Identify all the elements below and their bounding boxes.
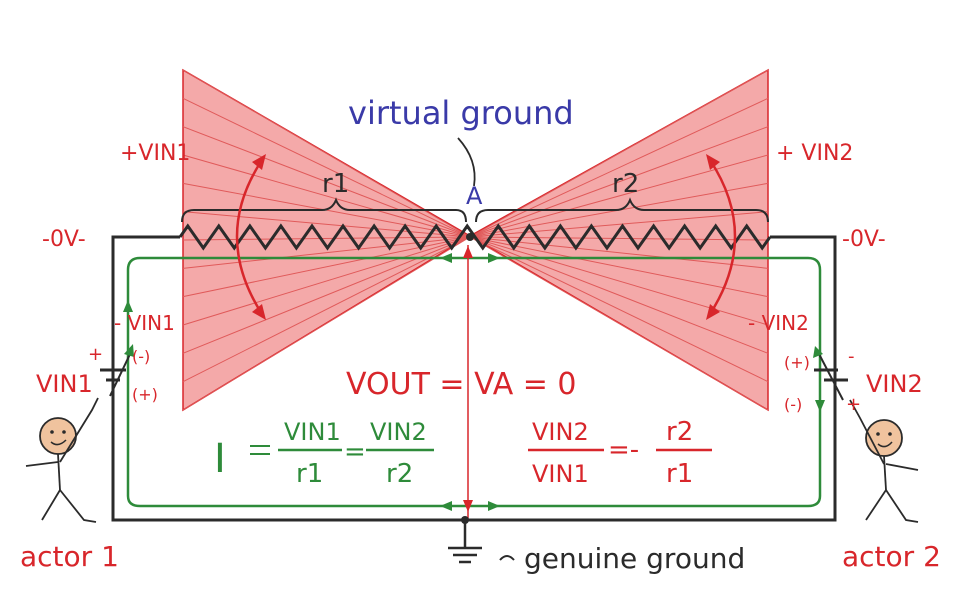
eq2-sign: =- <box>608 435 639 465</box>
virtual-ground-label: virtual ground <box>348 94 574 132</box>
swing-arrow-left <box>235 159 264 315</box>
vin2-minus: - <box>848 346 855 367</box>
genuine-ground-label: genuine ground <box>524 542 745 575</box>
plus-vin2-label: + VIN2 <box>776 141 853 166</box>
fan-ray <box>182 236 471 383</box>
fan-ray <box>469 236 769 354</box>
actor1-label: actor 1 <box>20 540 119 573</box>
battery-right-arrowhead <box>813 346 823 358</box>
right-fan <box>468 68 769 412</box>
eq1-denominator-2: r2 <box>386 459 413 489</box>
fan-ray <box>182 236 471 241</box>
actor2-label: actor 2 <box>842 540 941 573</box>
resistor-zigzag <box>178 223 772 251</box>
eq1-numerator-2: VIN2 <box>370 418 427 446</box>
actor2-figure <box>849 399 919 523</box>
eq1-numerator-1: VIN1 <box>284 418 341 446</box>
vout-arrowhead-top <box>463 246 473 258</box>
virtual-ground-pointer <box>457 137 476 187</box>
fan-ray <box>469 236 769 383</box>
eq2-denominator-2: r1 <box>666 459 693 489</box>
battery-left <box>100 349 133 397</box>
fan-ray <box>182 236 471 354</box>
fan-ray <box>182 126 471 238</box>
current-loop <box>126 256 822 508</box>
vin1-source-label: VIN1 <box>36 370 93 398</box>
actor2-face <box>876 432 892 436</box>
vin2-plus: + <box>846 394 861 415</box>
zero-v-right-label: -0V- <box>842 227 886 252</box>
swing-arrowhead-right-top <box>706 154 720 170</box>
fan-ray <box>182 97 471 238</box>
fan-ray <box>469 154 769 238</box>
r1-label: r1 <box>322 169 349 199</box>
ground-label-tilde <box>499 555 515 561</box>
fan-ray <box>182 154 471 238</box>
swing-arrow-right <box>708 159 737 315</box>
r2-label: r2 <box>612 169 639 199</box>
vout-equation: VOUT = VA = 0 <box>346 367 577 402</box>
node-a-dot <box>466 233 474 241</box>
actor1-face <box>50 430 66 434</box>
ground-symbol <box>448 520 482 564</box>
minus-vin2-label: - VIN2 <box>748 311 809 335</box>
eq2-denominator-1: VIN1 <box>532 460 589 488</box>
vin2-polarity-top: (+) <box>784 353 810 372</box>
brace-r2 <box>475 197 769 223</box>
fan-ray <box>469 236 769 326</box>
fan-ray <box>182 236 471 326</box>
plus-vin1-label: +VIN1 <box>120 141 190 166</box>
actor1-figure <box>25 397 99 523</box>
current-symbol: I <box>214 436 226 482</box>
eq1-denominator-1: r1 <box>296 459 323 489</box>
zero-v-left-label: -0V- <box>42 227 86 252</box>
fan-ray <box>182 211 471 238</box>
actor2-mouth <box>877 441 893 448</box>
eq1-mid-sign: = <box>344 437 366 467</box>
swing-arrowhead-left-bottom <box>252 304 266 320</box>
vin1-polarity-top: (-) <box>132 347 150 366</box>
vin2-source-label: VIN2 <box>866 370 923 398</box>
vin2-polarity-bottom: (-) <box>784 395 802 414</box>
vin1-plus: + <box>88 344 103 365</box>
brace-r1 <box>181 197 467 223</box>
swing-arrowhead-right-bottom <box>706 304 720 320</box>
circuit-wire <box>111 235 837 522</box>
eq2-numerator-2: r2 <box>666 417 693 447</box>
fan-ray <box>182 236 471 269</box>
fan-ray <box>469 211 769 238</box>
fan-ray <box>469 236 769 411</box>
battery-left-arrowhead <box>124 344 134 357</box>
current-arrows <box>123 253 825 511</box>
vout-arrowhead-bottom <box>463 500 473 512</box>
battery-right <box>814 351 848 401</box>
swing-arrowhead-left-top <box>252 154 266 170</box>
vin1-polarity-bottom: (+) <box>132 385 158 404</box>
eq2-numerator-1: VIN2 <box>532 418 589 446</box>
fan-ray <box>469 126 769 238</box>
actor1-mouth <box>50 439 67 446</box>
minus-vin1-label: - VIN1 <box>114 311 175 335</box>
fan-ray <box>469 236 769 298</box>
node-a-label: A <box>466 182 483 210</box>
fan-ray <box>469 97 769 238</box>
fan-ray <box>182 236 471 411</box>
